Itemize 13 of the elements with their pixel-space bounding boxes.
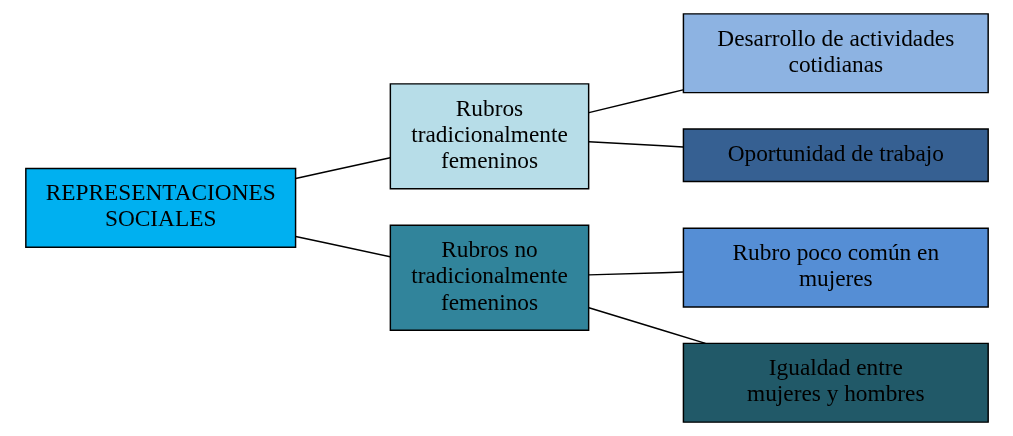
- node-box: Igualdad entre mujeres y hombres: [682, 342, 989, 423]
- connector: [587, 271, 684, 276]
- node-box: Rubros no tradicionalmente femeninos: [389, 224, 589, 331]
- connector: [294, 157, 391, 180]
- connector: [294, 235, 391, 258]
- node-box: Rubros tradicionalmente femeninos: [389, 83, 589, 190]
- node-box: REPRESENTACIONES SOCIALES: [24, 167, 296, 248]
- node-box: Rubro poco común en mujeres: [682, 227, 989, 308]
- connector: [587, 141, 684, 148]
- connector: [587, 307, 706, 345]
- node-box: Desarrollo de actividades cotidianas: [682, 13, 989, 94]
- node-box: Oportunidad de trabajo: [682, 128, 989, 183]
- connector: [587, 89, 684, 114]
